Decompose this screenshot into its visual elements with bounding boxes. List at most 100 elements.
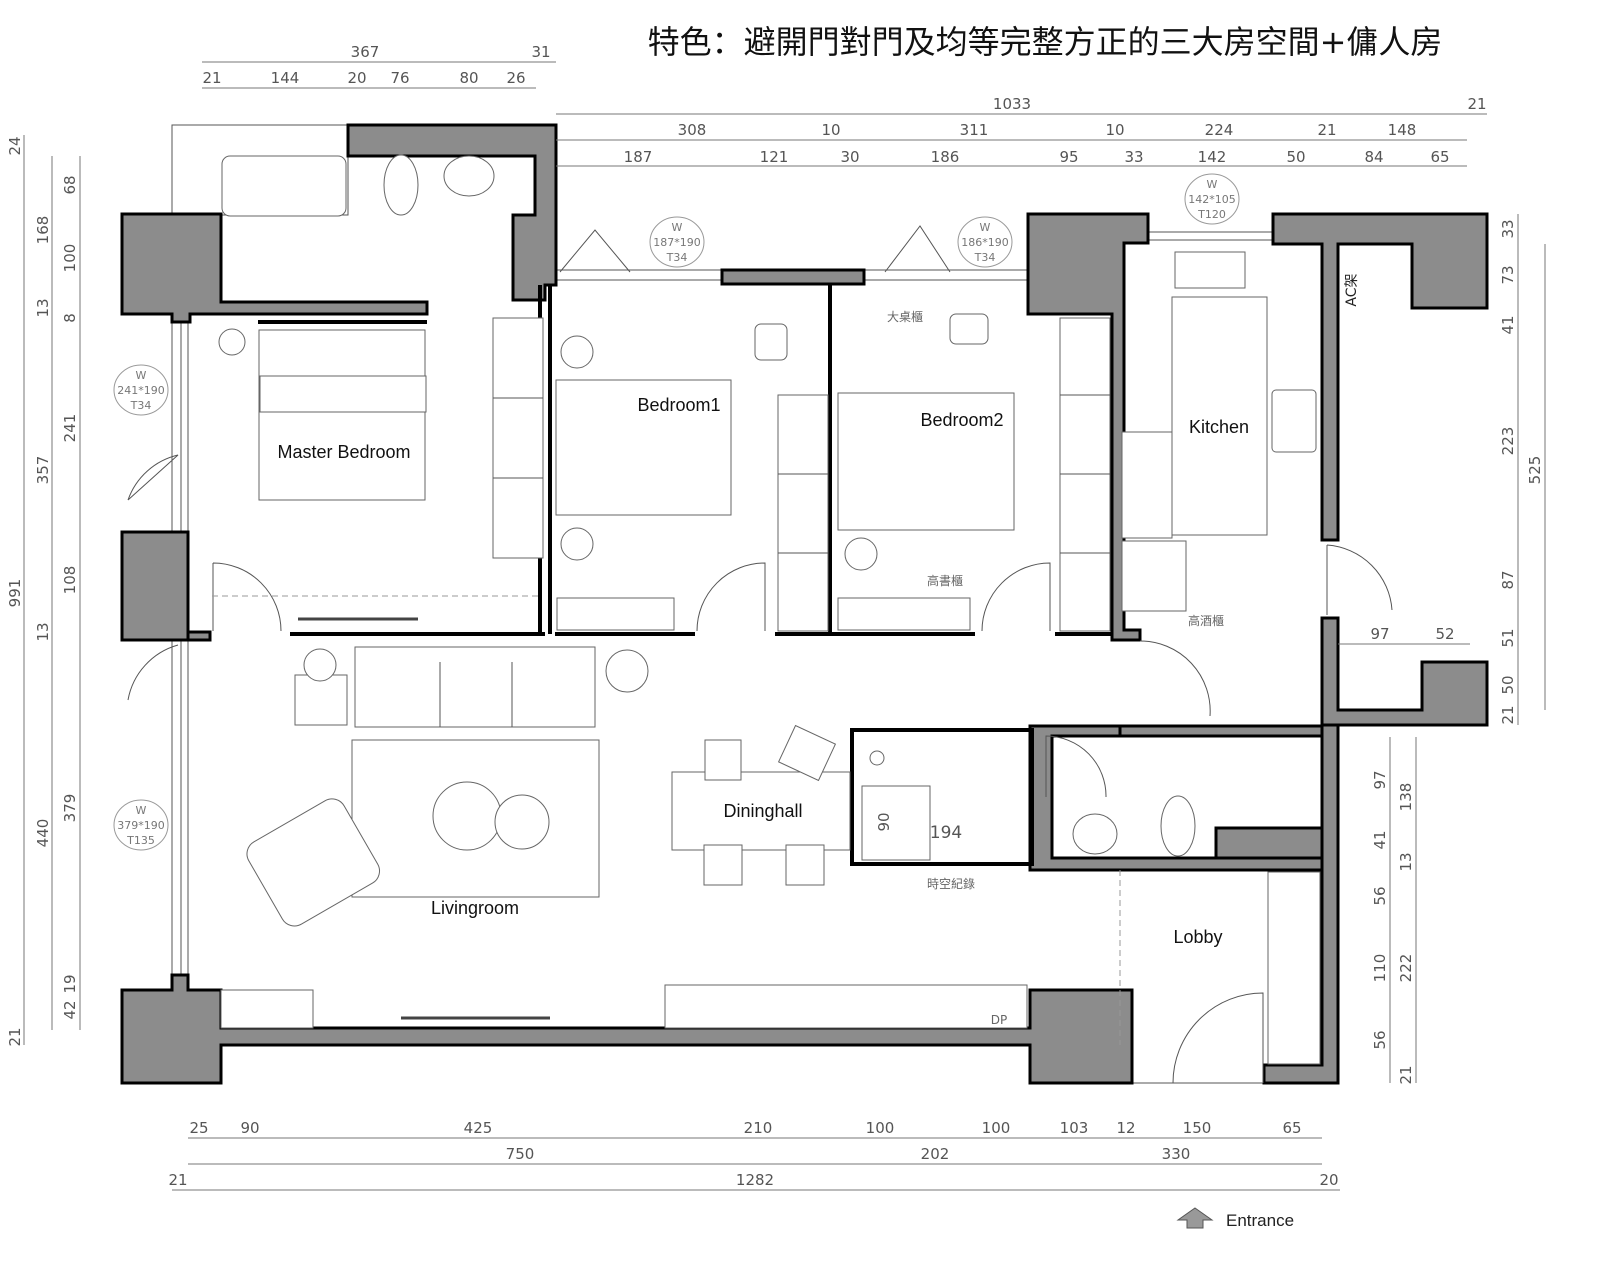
svg-text:100: 100 [982,1119,1011,1137]
wardrobes [220,317,1321,1065]
svg-text:150: 150 [1183,1119,1212,1137]
note-ac-rack: AC架 [1344,273,1360,306]
note-big-desk-cabinet: 大桌櫃 [887,310,923,324]
svg-text:13: 13 [1397,852,1415,871]
note-tall-bookcase: 高書櫃 [927,573,963,588]
svg-text:10: 10 [821,121,840,139]
svg-text:T135: T135 [126,834,155,847]
dimension-labels-bottom: 25 90 425 210 100 100 103 12 150 65 750 … [168,1119,1338,1189]
svg-text:108: 108 [61,566,79,595]
svg-text:24: 24 [6,136,24,155]
svg-text:21: 21 [1499,705,1517,724]
svg-text:33: 33 [1499,219,1517,238]
svg-text:51: 51 [1499,628,1517,647]
svg-text:30: 30 [840,148,859,166]
label-livingroom: Livingroom [431,898,519,918]
svg-text:525: 525 [1526,456,1544,485]
furniture [218,154,1317,927]
svg-text:50: 50 [1286,148,1305,166]
svg-text:97: 97 [1370,625,1389,643]
svg-text:31: 31 [531,43,550,61]
svg-text:8: 8 [61,313,79,323]
svg-text:41: 41 [1499,315,1517,334]
note-tall-wine-cabinet: 高酒櫃 [1188,613,1224,628]
svg-text:110: 110 [1371,954,1389,983]
svg-text:144: 144 [271,69,300,87]
window-lines [171,124,1273,1084]
svg-text:202: 202 [921,1145,950,1163]
svg-text:440: 440 [34,819,52,848]
svg-text:42: 42 [61,1000,79,1019]
svg-text:56: 56 [1371,886,1389,905]
svg-text:84: 84 [1364,148,1383,166]
label-bedroom2: Bedroom2 [920,410,1003,430]
svg-text:100: 100 [61,244,79,273]
svg-text:168: 168 [34,216,52,245]
svg-text:241: 241 [61,414,79,443]
svg-text:21: 21 [1397,1065,1415,1084]
svg-text:21: 21 [1317,121,1336,139]
svg-text:W: W [136,369,147,382]
svg-text:13: 13 [34,298,52,317]
svg-text:187: 187 [624,148,653,166]
svg-text:T34: T34 [666,251,688,264]
svg-text:80: 80 [459,69,478,87]
svg-text:142*105: 142*105 [1188,193,1236,206]
maid-bed-length: 194 [930,823,962,843]
svg-text:W: W [136,804,147,817]
svg-text:379*190: 379*190 [117,819,165,832]
svg-text:100: 100 [866,1119,895,1137]
plan-title: 特色：避開門對門及均等完整方正的三大房空間+傭人房 [648,23,1443,61]
dimension-labels-left: 24 68 168 100 13 8 241 357 991 108 13 37… [6,136,79,1046]
svg-text:186*190: 186*190 [961,236,1009,249]
svg-text:330: 330 [1162,1145,1191,1163]
svg-text:97: 97 [1371,770,1389,789]
sliding-tracks [298,617,550,1020]
svg-text:142: 142 [1198,148,1227,166]
dimension-lines [23,61,1546,1191]
svg-text:50: 50 [1499,675,1517,694]
svg-text:20: 20 [347,69,366,87]
svg-text:68: 68 [61,175,79,194]
svg-text:T34: T34 [974,251,996,264]
svg-text:T34: T34 [130,399,152,412]
svg-text:425: 425 [464,1119,493,1137]
svg-text:138: 138 [1397,783,1415,812]
svg-text:W: W [672,221,683,234]
svg-text:20: 20 [1319,1171,1338,1189]
svg-text:187*190: 187*190 [653,236,701,249]
svg-text:13: 13 [34,622,52,641]
entrance-label: Entrance [1226,1211,1294,1230]
note-dp: DP [991,1013,1007,1027]
label-lobby: Lobby [1173,927,1222,947]
svg-text:12: 12 [1116,1119,1135,1137]
svg-text:308: 308 [678,121,707,139]
entrance-arrow-icon [1176,1207,1214,1229]
svg-text:52: 52 [1435,625,1454,643]
label-dininghall: Dininghall [723,801,802,821]
entrance-marker: Entrance [1176,1207,1294,1230]
svg-text:90: 90 [240,1119,259,1137]
svg-text:65: 65 [1282,1119,1301,1137]
svg-text:26: 26 [506,69,525,87]
svg-text:379: 379 [61,794,79,823]
svg-text:65: 65 [1430,148,1449,166]
svg-text:1033: 1033 [993,95,1031,113]
svg-text:241*190: 241*190 [117,384,165,397]
svg-text:25: 25 [189,1119,208,1137]
label-kitchen: Kitchen [1189,417,1249,437]
svg-text:33: 33 [1124,148,1143,166]
svg-text:121: 121 [760,148,789,166]
svg-text:148: 148 [1388,121,1417,139]
dimension-labels-right: 33 73 41 223 525 87 51 50 21 97 138 41 1… [1370,219,1544,1084]
svg-text:19: 19 [61,974,79,993]
svg-text:76: 76 [390,69,409,87]
svg-text:21: 21 [1467,95,1486,113]
svg-text:W: W [980,221,991,234]
